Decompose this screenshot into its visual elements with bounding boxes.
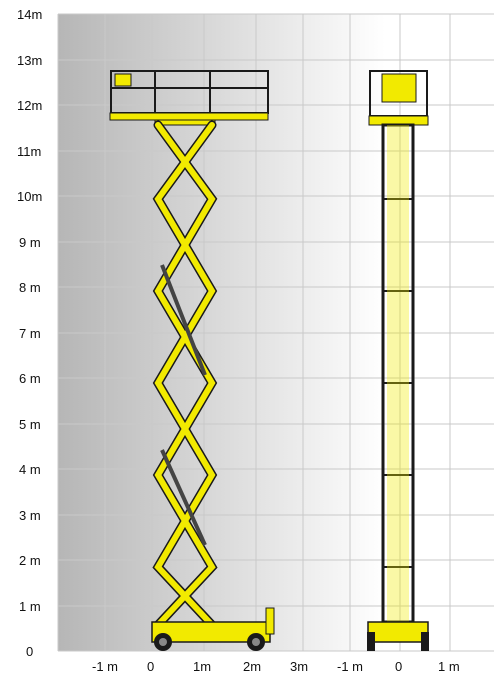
x-label-front-1: 1 m <box>438 659 460 674</box>
y-label-14: 14m <box>17 7 42 22</box>
y-label-4: 4 m <box>19 462 41 477</box>
y-label-11: 11m <box>17 144 41 159</box>
y-label-10: 10m <box>17 189 42 204</box>
side-cylinder-lower <box>160 449 207 546</box>
y-label-9: 9 m <box>19 235 41 250</box>
side-control-box <box>114 73 132 87</box>
front-view-lift <box>367 70 429 651</box>
front-left-wheel <box>367 632 375 651</box>
y-label-5: 5 m <box>19 417 41 432</box>
y-label-7: 7 m <box>19 326 41 341</box>
x-label-side-minus1: -1 m <box>92 659 118 674</box>
y-label-2: 2 m <box>19 553 41 568</box>
side-platform-base <box>154 119 216 126</box>
side-chassis-rail <box>265 607 275 635</box>
x-axis-labels: -1 m 0 1m 2m 3m -1 m 0 1 m <box>92 659 460 674</box>
side-platform-deck <box>109 112 269 121</box>
y-label-13: 13m <box>17 53 42 68</box>
front-mast-rungs <box>383 198 413 568</box>
side-rear-wheel-hub <box>159 638 167 646</box>
front-control-box <box>381 73 417 103</box>
x-label-side-3: 3m <box>290 659 308 674</box>
y-label-0: 0 <box>26 644 33 659</box>
x-label-side-1: 1m <box>193 659 211 674</box>
front-chassis <box>367 621 429 643</box>
x-label-side-0: 0 <box>147 659 154 674</box>
x-label-side-2: 2m <box>243 659 261 674</box>
y-axis-labels: 0 1 m 2 m 3 m 4 m 5 m 6 m 7 m 8 m 9 m 10… <box>17 7 42 659</box>
x-label-front-0: 0 <box>395 659 402 674</box>
front-right-wheel <box>421 632 429 651</box>
y-label-3: 3 m <box>19 508 41 523</box>
y-label-6: 6 m <box>19 371 41 386</box>
side-cylinder-upper <box>160 264 207 376</box>
y-label-12: 12m <box>17 98 42 113</box>
front-mast-fill <box>387 125 409 622</box>
side-front-wheel-hub <box>252 638 260 646</box>
y-label-1: 1 m <box>19 599 41 614</box>
side-scissor-arms-fill <box>154 122 216 628</box>
x-label-front-minus1: -1 m <box>337 659 363 674</box>
side-view-lift <box>109 70 275 651</box>
y-label-8: 8 m <box>19 280 41 295</box>
